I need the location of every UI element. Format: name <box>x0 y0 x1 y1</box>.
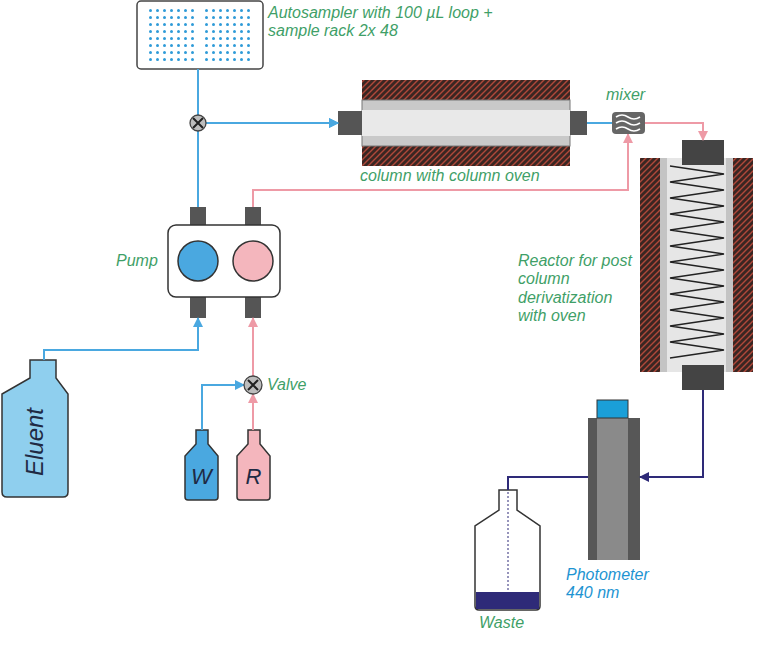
reactor: Reactor for post column derivatization w… <box>640 140 753 390</box>
flow-line <box>252 318 254 376</box>
flow-line <box>202 385 244 430</box>
autosampler-box <box>137 1 263 69</box>
column-cap <box>338 111 362 135</box>
flow-line <box>640 390 703 477</box>
waste-label: Waste <box>479 614 524 632</box>
flow-line <box>198 69 338 123</box>
column-core <box>362 110 570 136</box>
coil-winding <box>670 166 724 358</box>
pump: Pump <box>168 207 280 318</box>
sample-rack <box>146 8 195 64</box>
r-bottle: R <box>237 430 270 500</box>
w-bottle-label: W <box>191 464 212 489</box>
eluent-bottle-label: Eluent <box>21 408 49 476</box>
pump-port <box>245 297 261 318</box>
column: column with column oven <box>338 80 587 166</box>
r-bottle <box>237 430 270 500</box>
flow-line <box>253 134 628 207</box>
pump-head <box>233 241 273 281</box>
pump-port <box>245 207 261 225</box>
w-bottle <box>185 430 218 500</box>
pump-head <box>178 241 218 281</box>
pump-port <box>190 297 206 318</box>
flow-line <box>252 394 254 430</box>
waste-liquid <box>476 592 539 609</box>
reactor-coil <box>670 166 724 358</box>
column-body <box>362 100 570 146</box>
sample-rack <box>205 8 254 64</box>
waste-bottle <box>475 490 540 610</box>
waste-drip <box>508 492 509 590</box>
column-cap <box>570 111 587 135</box>
reactor-cap <box>682 365 724 390</box>
photometer-body <box>588 418 640 560</box>
oven-jacket <box>362 80 570 100</box>
mixer: mixer <box>612 112 645 134</box>
flow-line <box>645 123 703 140</box>
photometer-label: Photometer 440 nm <box>566 566 676 603</box>
valve-label: Valve <box>267 376 306 394</box>
mixer-label: mixer <box>606 86 645 104</box>
column-label: column with column oven <box>360 167 540 185</box>
injection-valve <box>190 115 206 131</box>
reactor-body <box>660 158 733 372</box>
eluent-bottle <box>2 360 68 497</box>
reactor-core <box>667 158 726 372</box>
flow-line <box>508 477 588 490</box>
oven-jacket <box>362 146 570 166</box>
pump-label: Pump <box>116 252 158 270</box>
photometer: Photometer 440 nm <box>588 400 640 560</box>
valve: Valve <box>244 376 262 394</box>
pump-box <box>168 225 280 297</box>
flow-line <box>198 123 338 207</box>
reactor-label: Reactor for post column derivatization w… <box>518 252 634 326</box>
waste: Waste <box>475 490 540 610</box>
reactor-cap <box>682 140 724 165</box>
photometer-cell <box>597 418 628 560</box>
photometer-lamp <box>597 400 628 418</box>
autosampler: Autosampler with 100 µL loop + sample ra… <box>137 1 263 69</box>
pump-port <box>190 207 206 225</box>
autosampler-label: Autosampler with 100 µL loop + sample ra… <box>268 4 503 41</box>
r-bottle-label: R <box>246 464 262 489</box>
reactor-oven <box>640 158 753 372</box>
switch-valve <box>244 376 262 394</box>
w-bottle: W <box>185 430 218 500</box>
mixer-symbol <box>612 112 645 134</box>
eluent-bottle: Eluent <box>2 360 68 497</box>
flow-line <box>587 122 612 124</box>
flow-line <box>44 318 198 360</box>
